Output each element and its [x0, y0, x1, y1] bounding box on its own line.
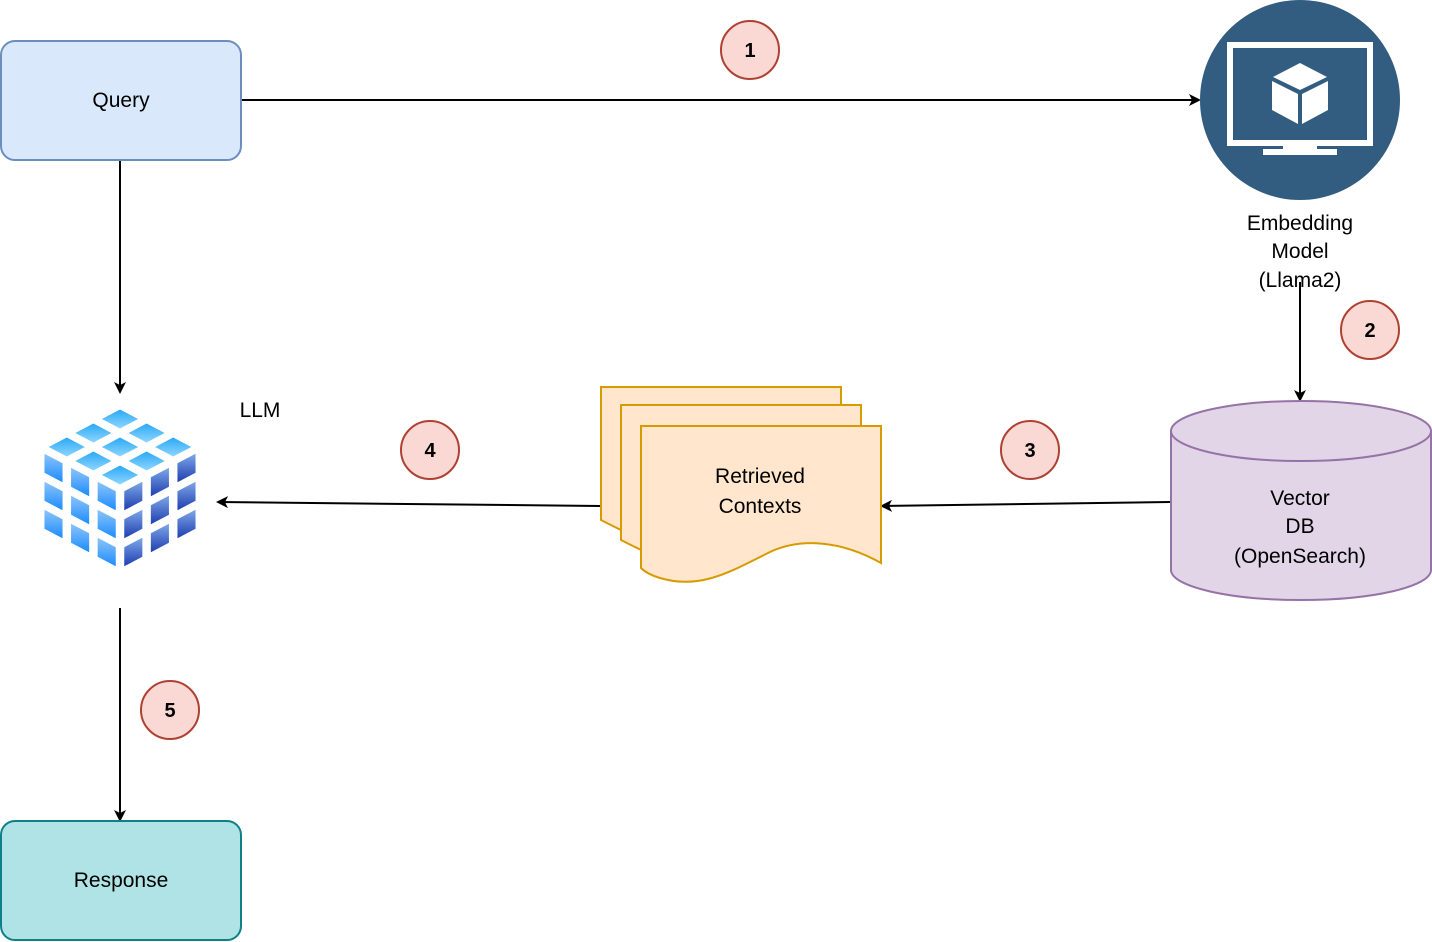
edge-vectordb-to-contexts	[880, 499, 1171, 512]
llm-cube-cell	[48, 437, 85, 457]
llm-cube-cell	[44, 453, 63, 483]
llm-cube-cell	[150, 523, 169, 553]
llm-label: LLM	[240, 399, 281, 422]
database-cylinder-icon	[1170, 400, 1432, 601]
document-sheet-front	[640, 425, 882, 583]
llm-cube-cell	[75, 423, 112, 443]
step-badge-4: 4	[400, 420, 460, 480]
llm-cube-cell	[101, 437, 139, 457]
step-badge-3-label: 3	[1024, 440, 1035, 462]
vectordb-label-line-3: (OpenSearch)	[1234, 545, 1366, 568]
step-badge-5: 5	[140, 680, 200, 740]
embedding-label-line-3: (Llama2)	[1259, 269, 1342, 292]
query-label: Query	[92, 89, 150, 112]
llm-cube-cell	[124, 509, 143, 539]
llm-cube-cell	[124, 481, 143, 511]
llm-cube-cell	[177, 481, 196, 511]
database-cylinder-top	[1170, 430, 1432, 462]
llm-cube-cell	[75, 451, 112, 471]
response-node[interactable]: Response	[0, 820, 242, 941]
embedding-label-line-2: Model	[1271, 240, 1328, 263]
llm-cube-cell	[71, 495, 90, 525]
step-badge-2: 2	[1340, 300, 1400, 360]
step-badge-2-label: 2	[1364, 320, 1375, 342]
query-node[interactable]: Query	[0, 40, 242, 161]
vectordb-label-line-1: Vector	[1270, 487, 1330, 510]
llm-cube-cell	[97, 509, 116, 539]
llm-cube-cell	[150, 467, 169, 497]
step-badge-5-label: 5	[164, 700, 175, 722]
llm-cube-cell	[177, 509, 196, 539]
vector-db-node[interactable]: Vector DB (OpenSearch)	[1170, 400, 1432, 601]
contexts-label-line-2: Contexts	[719, 495, 802, 518]
step-badge-1-label: 1	[744, 40, 755, 62]
llm-cube-icon	[44, 409, 196, 567]
contexts-label-line-1: Retrieved	[715, 465, 805, 488]
edge-contexts-to-llm	[216, 496, 601, 509]
llm-cube-cell	[97, 537, 116, 567]
vectordb-label-line-2: DB	[1285, 515, 1314, 538]
step-badge-3: 3	[1000, 420, 1060, 480]
llm-cube-cell	[97, 481, 116, 511]
step-badge-1: 1	[720, 20, 780, 80]
llm-node[interactable]: LLM	[44, 399, 281, 567]
llm-cube-cell	[71, 523, 90, 553]
embedding-label-line-1: Embedding	[1247, 212, 1353, 235]
llm-cube-cell	[101, 409, 139, 429]
monitor-cube-icon	[1200, 0, 1400, 200]
llm-cube-cell	[177, 453, 196, 483]
embedding-model-node[interactable]: Embedding Model (Llama2)	[1200, 0, 1400, 292]
response-label: Response	[74, 869, 169, 892]
llm-cube-cell	[155, 437, 192, 457]
llm-cube-cell	[71, 467, 90, 497]
step-badge-4-label: 4	[424, 440, 436, 462]
retrieved-contexts-node[interactable]: Retrieved Contexts	[600, 386, 882, 583]
llm-cube-cell	[150, 495, 169, 525]
llm-cube-cell	[128, 423, 165, 443]
llm-cube-cell	[124, 537, 143, 567]
llm-cube-cell	[44, 509, 63, 539]
llm-cube-cell	[44, 481, 63, 511]
llm-cube-cell	[101, 465, 139, 485]
llm-cube-cell	[128, 451, 165, 471]
